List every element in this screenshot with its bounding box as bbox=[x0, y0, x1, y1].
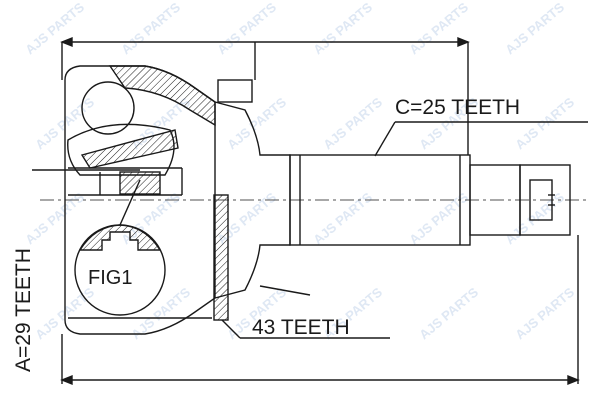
leader-abs-ring-2 bbox=[259, 285, 311, 296]
watermark-logo: AJS PARTS bbox=[22, 189, 87, 247]
watermark-logo: AJS PARTS bbox=[320, 94, 385, 152]
part-drawing bbox=[32, 36, 590, 386]
svg-text:AJS PARTS: AJS PARTS bbox=[310, 189, 375, 247]
svg-text:AJS PARTS: AJS PARTS bbox=[406, 189, 471, 247]
watermark-logo: AJS PARTS bbox=[512, 94, 577, 152]
fig1-spline-profile bbox=[78, 224, 162, 251]
boot-flange bbox=[217, 79, 253, 103]
svg-text:AJS PARTS: AJS PARTS bbox=[502, 0, 567, 57]
ball-cage bbox=[67, 123, 175, 176]
thread-end bbox=[519, 164, 571, 236]
watermark-logo: AJS PARTS bbox=[214, 0, 279, 57]
housing-section-mid bbox=[80, 129, 179, 169]
housing-section-top bbox=[108, 65, 216, 127]
leader-spline-outer bbox=[374, 121, 396, 157]
svg-text:AJS PARTS: AJS PARTS bbox=[320, 94, 385, 152]
leader-abs-ring bbox=[221, 319, 241, 339]
svg-text:AJS PARTS: AJS PARTS bbox=[118, 0, 183, 57]
label-figure: FIG1 bbox=[88, 267, 132, 289]
svg-text:AJS PARTS: AJS PARTS bbox=[224, 94, 289, 152]
label-spline-inner: A=29 TEETH bbox=[12, 248, 35, 372]
svg-text:AJS PARTS: AJS PARTS bbox=[406, 0, 471, 57]
inner-ball bbox=[81, 81, 135, 135]
svg-text:AJS PARTS: AJS PARTS bbox=[22, 0, 87, 57]
watermark-logo: AJS PARTS bbox=[502, 189, 567, 247]
watermark-logo: AJS PARTS bbox=[22, 0, 87, 57]
watermark-logo: AJS PARTS bbox=[224, 94, 289, 152]
watermark-logo: AJS PARTS bbox=[310, 189, 375, 247]
watermark-logo: AJS PARTS bbox=[502, 0, 567, 57]
watermark-logo: AJS PARTS bbox=[406, 0, 471, 57]
svg-text:AJS PARTS: AJS PARTS bbox=[310, 0, 375, 57]
fig1-leader bbox=[119, 179, 141, 226]
svg-text:AJS PARTS: AJS PARTS bbox=[512, 284, 577, 342]
svg-text:AJS PARTS: AJS PARTS bbox=[512, 94, 577, 152]
svg-text:AJS PARTS: AJS PARTS bbox=[214, 0, 279, 57]
watermark-logo: AJS PARTS bbox=[406, 189, 471, 247]
watermark-logo: AJS PARTS bbox=[512, 284, 577, 342]
label-spline-outer: C=25 TEETH bbox=[395, 96, 520, 119]
watermark-logo: AJS PARTS bbox=[416, 284, 481, 342]
cotter-slot bbox=[529, 179, 553, 221]
label-abs-ring: 43 TEETH bbox=[252, 316, 350, 339]
abs-ring bbox=[213, 194, 229, 321]
watermark-logo: AJS PARTS bbox=[310, 0, 375, 57]
watermark-logo: AJS PARTS bbox=[118, 0, 183, 57]
svg-text:AJS PARTS: AJS PARTS bbox=[416, 284, 481, 342]
inner-race-block bbox=[119, 171, 161, 195]
svg-text:AJS PARTS: AJS PARTS bbox=[22, 189, 87, 247]
svg-text:AJS PARTS: AJS PARTS bbox=[502, 189, 567, 247]
